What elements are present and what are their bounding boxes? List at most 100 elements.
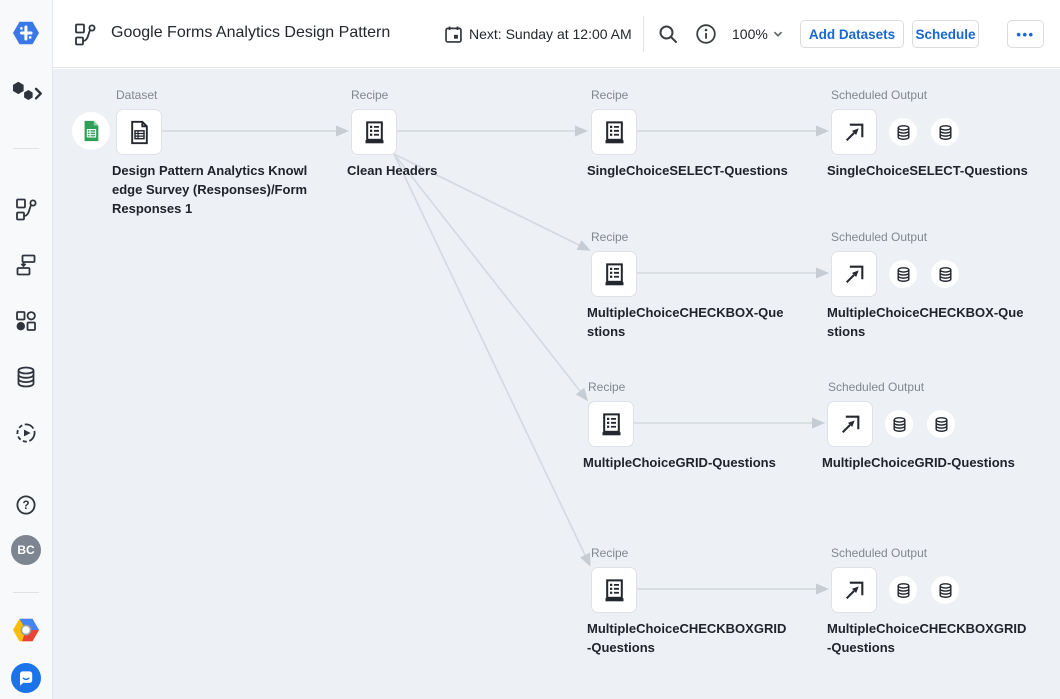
output-node-label: MultipleChoiceCHECKBOXGRID -Questions bbox=[827, 621, 1027, 655]
rail-divider bbox=[13, 592, 39, 593]
sidebar-item-library[interactable] bbox=[13, 309, 39, 333]
info-icon[interactable] bbox=[694, 22, 718, 51]
recipe-icon bbox=[602, 412, 620, 435]
job-history-icon bbox=[16, 423, 36, 443]
more-options-button[interactable]: ••• bbox=[1007, 20, 1044, 48]
database-icon bbox=[896, 124, 910, 140]
dataset-node-label: Design Pattern Analytics Knowl edge Surv… bbox=[112, 163, 308, 216]
chat-support-button[interactable] bbox=[10, 662, 42, 694]
flow-icon bbox=[73, 22, 97, 51]
google-cloud-link[interactable] bbox=[10, 614, 42, 646]
recipe-node-clean-headers[interactable] bbox=[351, 109, 397, 155]
output-node-label: MultipleChoiceCHECKBOX-Que stions bbox=[827, 305, 1024, 339]
recipe-node[interactable] bbox=[591, 251, 637, 297]
user-avatar[interactable]: BC bbox=[10, 534, 42, 566]
chevron-right-icon bbox=[34, 87, 42, 100]
google-cloud-logo bbox=[13, 618, 39, 642]
calendar-icon bbox=[443, 24, 464, 50]
database-icon bbox=[892, 416, 906, 432]
node-type-label: Scheduled Output bbox=[831, 230, 928, 244]
svg-text:?: ? bbox=[22, 500, 29, 512]
recipe-icon bbox=[605, 578, 623, 601]
recipe-node-label: MultipleChoiceCHECKBOXGRID -Questions bbox=[587, 621, 787, 655]
page-title: Google Forms Analytics Design Pattern bbox=[111, 24, 391, 41]
avatar-initials: BC bbox=[11, 535, 41, 565]
output-icon bbox=[845, 123, 863, 141]
node-type-label: Scheduled Output bbox=[831, 88, 928, 102]
dataset-node[interactable] bbox=[116, 109, 162, 155]
flow-header: Google Forms Analytics Design Pattern Ne… bbox=[53, 0, 1060, 68]
scheduled-output-node[interactable] bbox=[831, 109, 877, 155]
output-icon bbox=[845, 581, 863, 599]
node-type-label: Recipe bbox=[591, 546, 629, 560]
sidebar-item-job-history[interactable] bbox=[13, 421, 39, 445]
caret-down-icon bbox=[773, 31, 782, 37]
output-destination-badge[interactable] bbox=[889, 576, 917, 604]
hexagon-cluster-icon bbox=[13, 81, 42, 100]
output-destination-badge[interactable] bbox=[931, 576, 959, 604]
sidebar-item-plans[interactable] bbox=[13, 253, 39, 277]
sidebar-item-flows[interactable] bbox=[13, 197, 39, 221]
recipe-node[interactable] bbox=[588, 401, 634, 447]
database-icon bbox=[938, 582, 952, 598]
database-icon bbox=[938, 266, 952, 282]
flow-icon bbox=[16, 198, 37, 221]
sidebar-item-help[interactable]: ? bbox=[13, 493, 39, 517]
scheduled-output-node[interactable] bbox=[827, 401, 873, 447]
output-node-label: SingleChoiceSELECT-Questions bbox=[827, 163, 1028, 178]
flow-edges bbox=[161, 125, 829, 595]
node-type-label: Recipe bbox=[591, 230, 629, 244]
recipe-node[interactable] bbox=[591, 567, 637, 613]
search-icon[interactable] bbox=[656, 22, 680, 51]
add-datasets-button[interactable]: Add Datasets bbox=[800, 20, 904, 48]
database-icon bbox=[17, 366, 35, 388]
dataprep-logo-icon bbox=[13, 21, 39, 45]
output-destination-badge[interactable] bbox=[931, 118, 959, 146]
rail-divider bbox=[13, 148, 39, 149]
recipe-node-label: MultipleChoiceCHECKBOX-Que stions bbox=[587, 305, 784, 339]
flow-canvas: Dataset Design Pattern Analytics Knowl e… bbox=[53, 69, 1060, 699]
recipe-node-label: SingleChoiceSELECT-Questions bbox=[587, 163, 788, 178]
database-icon bbox=[938, 124, 952, 140]
plans-icon bbox=[16, 254, 36, 276]
scheduled-output-node[interactable] bbox=[831, 567, 877, 613]
node-type-label: Scheduled Output bbox=[828, 380, 925, 394]
database-icon bbox=[896, 582, 910, 598]
recipe-icon bbox=[365, 120, 383, 143]
output-icon bbox=[841, 415, 859, 433]
output-destination-badge[interactable] bbox=[889, 118, 917, 146]
dataprep-logo[interactable] bbox=[11, 18, 41, 48]
header-divider bbox=[643, 16, 644, 52]
recipe-node[interactable] bbox=[591, 109, 637, 155]
help-icon: ? bbox=[16, 495, 36, 515]
node-type-label: Recipe bbox=[591, 88, 629, 102]
zoom-control[interactable]: 100% bbox=[732, 26, 784, 42]
library-icon bbox=[16, 311, 36, 331]
chat-icon bbox=[11, 663, 41, 693]
output-destination-badge[interactable] bbox=[885, 410, 913, 438]
output-node-label: MultipleChoiceGRID-Questions bbox=[822, 455, 1015, 470]
scheduled-output-node[interactable] bbox=[831, 251, 877, 297]
zoom-level: 100% bbox=[732, 26, 768, 42]
sidebar-item-connections[interactable] bbox=[13, 365, 39, 389]
output-icon bbox=[845, 265, 863, 283]
left-rail: ? BC bbox=[0, 0, 53, 699]
dataset-icon bbox=[130, 120, 148, 144]
recipe-node-label: MultipleChoiceGRID-Questions bbox=[583, 455, 776, 470]
node-type-label: Dataset bbox=[116, 88, 158, 102]
node-type-label: Scheduled Output bbox=[831, 546, 928, 560]
workspace-switcher[interactable] bbox=[6, 79, 46, 107]
output-destination-badge[interactable] bbox=[889, 260, 917, 288]
node-type-label: Recipe bbox=[588, 380, 626, 394]
google-sheets-icon bbox=[84, 120, 99, 142]
database-icon bbox=[896, 266, 910, 282]
recipe-icon bbox=[605, 120, 623, 143]
recipe-icon bbox=[605, 262, 623, 285]
google-sheets-badge[interactable] bbox=[72, 112, 110, 150]
schedule-button[interactable]: Schedule bbox=[912, 20, 979, 48]
recipe-node-label: Clean Headers bbox=[347, 163, 438, 178]
node-type-label: Recipe bbox=[351, 88, 389, 102]
output-destination-badge[interactable] bbox=[927, 410, 955, 438]
output-destination-badge[interactable] bbox=[931, 260, 959, 288]
